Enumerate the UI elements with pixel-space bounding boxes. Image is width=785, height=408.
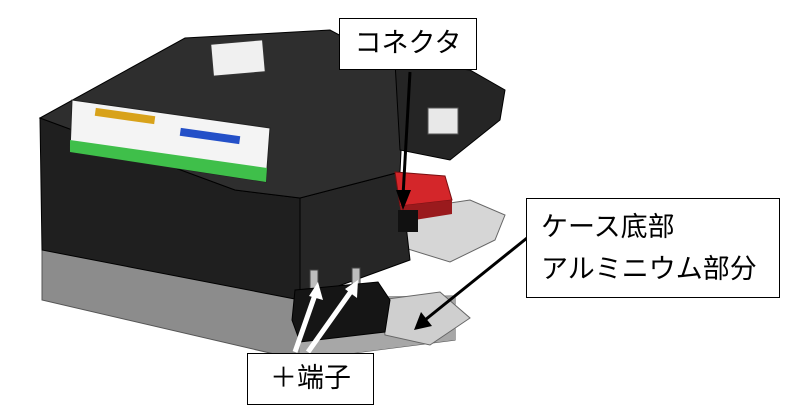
rear-tab — [427, 107, 459, 135]
connector-socket — [398, 210, 418, 232]
top-small-label — [210, 39, 266, 77]
case-bottom-label-line2: アルミニウム部分 — [541, 254, 757, 285]
connector-label: コネクタ — [354, 28, 462, 59]
case-bottom-label-line1: ケース底部 — [541, 212, 675, 243]
warning-label-green-band — [70, 140, 267, 182]
connector-callout: コネクタ — [339, 18, 477, 70]
terminal-arrow-left — [292, 291, 319, 353]
case-bottom-arrowhead — [414, 312, 432, 330]
positive-terminal-label: ＋端子 — [270, 363, 351, 394]
positive-terminal-callout: ＋端子 — [247, 353, 374, 405]
connector-arrow — [401, 71, 412, 197]
terminal-arrow-right — [305, 288, 355, 354]
connector-arrowhead — [396, 190, 411, 210]
case-bottom-arrow — [424, 236, 528, 322]
case-bottom-callout: ケース底部 アルミニウム部分 — [526, 198, 780, 298]
